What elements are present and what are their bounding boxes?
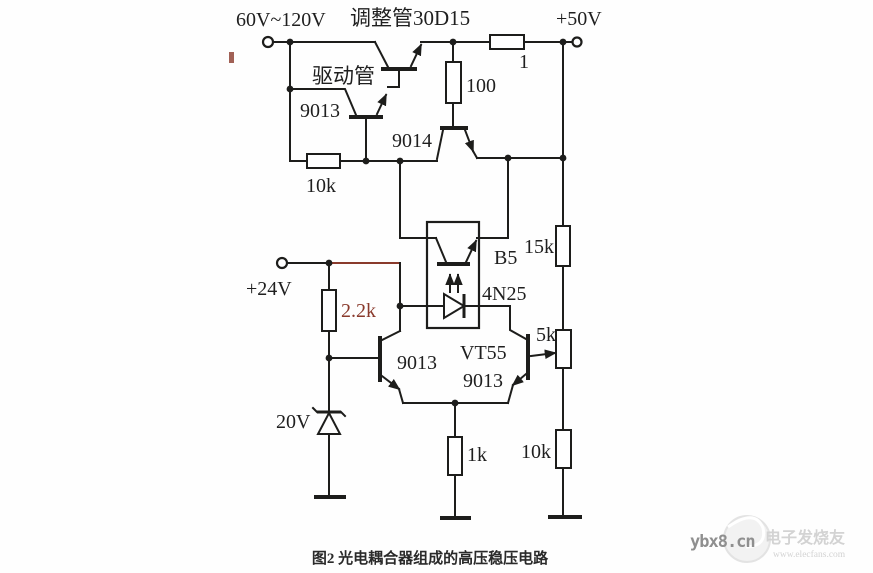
label-zener-voltage: 20V — [276, 411, 311, 433]
aux-terminal — [275, 256, 289, 270]
label-led-bias-resistor: 2.2k — [341, 300, 376, 322]
optocoupler-box — [425, 220, 481, 330]
pot-wiper-arrow — [529, 349, 557, 360]
watermark: ybx8.cn 电子发烧友 www.elecfans.com — [690, 515, 846, 563]
label-opto-ref: B5 — [494, 247, 517, 269]
label-diff-right-part: 9013 — [463, 370, 503, 392]
watermark-url: www.elecfans.com — [773, 549, 846, 560]
output-terminal — [571, 36, 583, 48]
label-divider-top: 15k — [524, 236, 554, 258]
label-diff-left: 9013 — [397, 352, 437, 374]
right-divider-chain — [548, 157, 582, 519]
label-divider-bottom: 10k — [521, 441, 551, 463]
resistor-15k — [555, 225, 571, 267]
label-diff-right-ref: VT55 — [460, 342, 507, 364]
emitter-resistor-1k — [440, 402, 471, 520]
optocoupler-4n25 — [399, 157, 511, 330]
watermark-brand: 电子发烧友 — [765, 528, 846, 547]
label-aux-voltage: +24V — [246, 278, 292, 300]
label-emitter-resistor: 1k — [467, 444, 487, 466]
input-terminal — [261, 35, 275, 49]
bias-resistor-2.2k — [321, 262, 337, 412]
sense-transistor-9014 — [435, 126, 479, 161]
label-feedback-resistor: 10k — [306, 175, 336, 197]
label-series-resistor: 1 — [519, 51, 529, 73]
zener-diode-20v — [311, 406, 347, 499]
potentiometer-5k — [555, 329, 572, 369]
led-symbol — [443, 292, 466, 320]
watermark-logo — [723, 515, 771, 563]
label-driver-part: 9013 — [300, 100, 340, 122]
feedback-resistor-10k — [289, 153, 438, 169]
label-collector-resistor: 100 — [466, 75, 496, 97]
label-sense-transistor: 9014 — [392, 130, 432, 152]
collector-resistor-100 — [445, 41, 462, 127]
diff-pair-transistors — [328, 305, 557, 405]
driver-transistor-9013 — [289, 88, 388, 162]
scan-artifact — [229, 52, 234, 63]
resistor-10k-bottom — [555, 429, 572, 469]
aux-supply-wires — [286, 262, 401, 307]
label-pot: 5k — [536, 324, 556, 346]
mid-rail-wires — [476, 41, 564, 159]
figure-caption: 图2 光电耦合器组成的高压稳压电路 — [312, 549, 549, 567]
label-output-voltage: +50V — [556, 8, 602, 30]
watermark-site: ybx8.cn — [690, 532, 755, 552]
label-pass-transistor: 调整管30D15 — [350, 6, 470, 30]
pass-transistor-30d15 — [373, 40, 423, 88]
label-driver-name: 驱动管 — [312, 64, 375, 88]
series-resistor-1ohm — [489, 34, 525, 50]
label-opto-part: 4N25 — [482, 283, 526, 305]
junction-dots — [286, 38, 567, 407]
label-input-voltage: 60V~120V — [236, 9, 326, 31]
